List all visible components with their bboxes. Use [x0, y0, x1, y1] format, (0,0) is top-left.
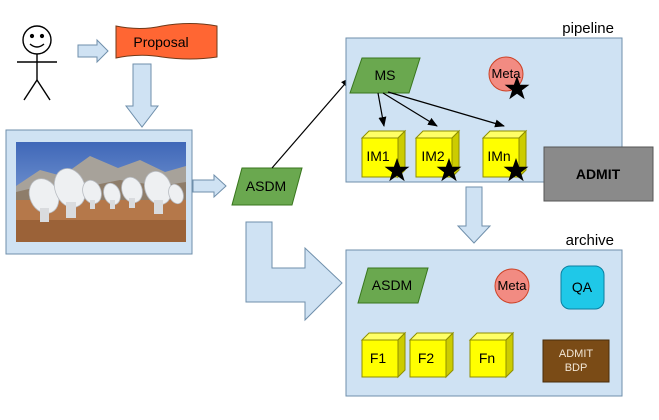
star-icon	[384, 158, 410, 182]
admit-bdp-box: ADMIT BDP	[542, 339, 610, 383]
flow-arrow-to-archive	[245, 221, 343, 322]
admit-bdp-line1: ADMIT	[559, 348, 594, 360]
asdm-to-ms-connector	[271, 77, 351, 169]
antenna-array-photo	[16, 142, 186, 242]
archive-meta-node: Meta	[494, 268, 530, 304]
meta-node: Meta	[488, 56, 530, 100]
qa-label: QA	[572, 279, 593, 295]
user-figure	[17, 25, 57, 101]
qa-node: QA	[560, 265, 605, 310]
file-label: F2	[418, 350, 435, 366]
ms-label: MS	[375, 67, 396, 83]
im-label: IM2	[421, 148, 445, 164]
archive-meta-label: Meta	[498, 278, 528, 293]
archive-panel: archive ASDM Meta QA F1 F2	[345, 232, 623, 397]
asdm-node: ASDM	[231, 167, 303, 206]
ms-node: MS	[349, 57, 421, 94]
flow-arrow-pipeline-to-archive	[456, 186, 492, 244]
proposal-label: Proposal	[133, 34, 188, 50]
flow-arrow-to-asdm	[192, 173, 227, 199]
flow-arrow-to-proposal	[77, 38, 109, 64]
telescope-panel	[5, 129, 193, 255]
archive-asdm-label: ASDM	[372, 277, 412, 293]
image-product-im1: IM1	[360, 129, 410, 182]
admit-label: ADMIT	[576, 166, 621, 182]
archive-asdm-node: ASDM	[357, 267, 429, 304]
admit-bdp-line2: BDP	[565, 362, 588, 374]
proposal-flag: Proposal	[115, 23, 218, 60]
file-product-fn: Fn	[468, 331, 515, 379]
admit-box: ADMIT	[543, 146, 654, 202]
im-label: IMn	[487, 148, 510, 164]
im-label: IM1	[366, 148, 390, 164]
image-product-imn: IMn	[481, 129, 529, 182]
file-label: F1	[370, 350, 387, 366]
archive-title: archive	[566, 232, 614, 249]
image-product-im2: IM2	[414, 129, 462, 182]
pipeline-panel: pipeline MS Meta IM1 IM2	[345, 20, 623, 183]
flow-arrow-to-telescope	[124, 63, 160, 128]
ms-fanout-arrows	[377, 91, 505, 128]
file-product-f2: F2	[408, 331, 455, 379]
star-icon	[503, 158, 529, 182]
pipeline-title: pipeline	[562, 20, 614, 37]
file-product-f1: F1	[360, 331, 407, 379]
star-icon	[436, 158, 462, 182]
star-icon	[504, 76, 530, 100]
meta-label: Meta	[492, 66, 522, 81]
asdm-label: ASDM	[246, 178, 286, 194]
file-label: Fn	[479, 350, 495, 366]
